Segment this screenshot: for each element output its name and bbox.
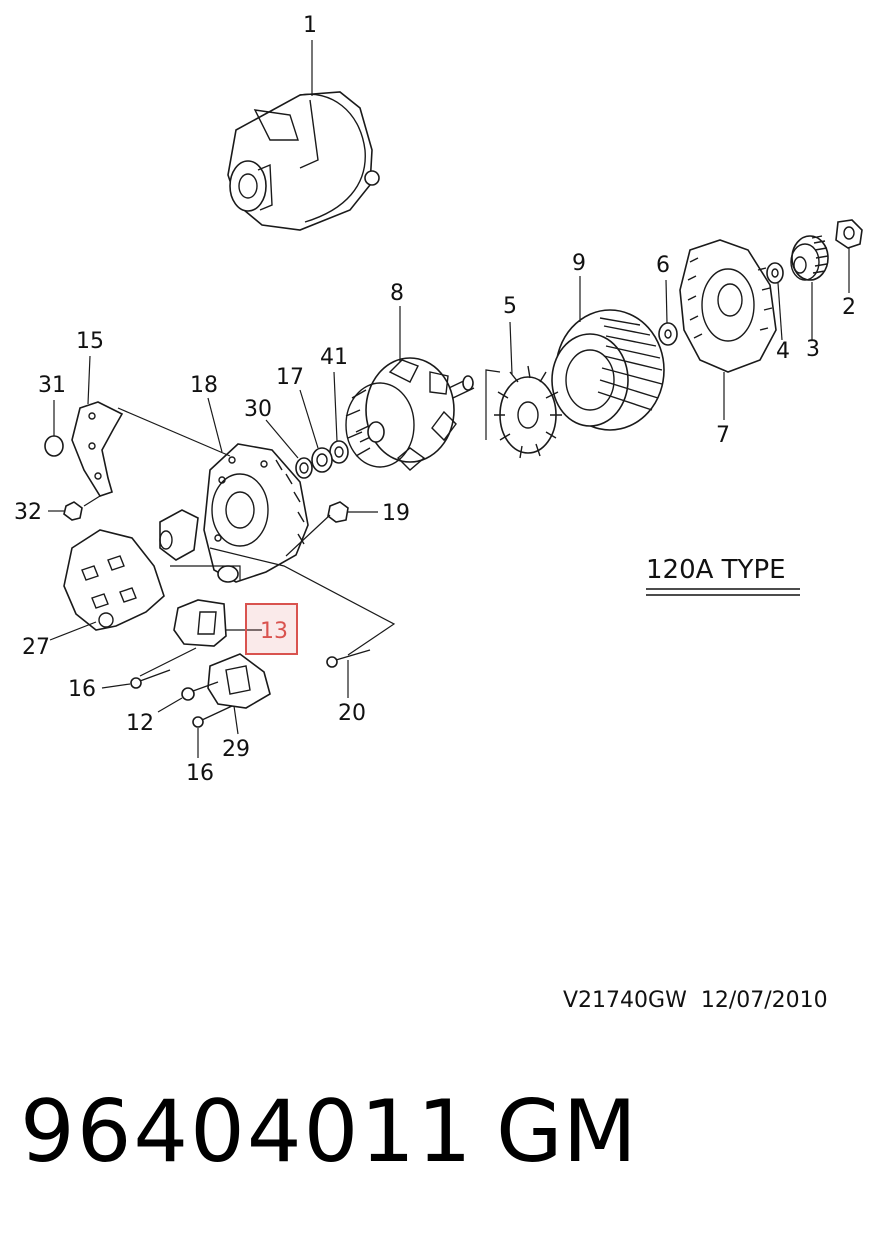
callout-20: 20 [338,701,366,726]
callout-1: 1 [303,13,317,38]
connector-plug [159,509,396,656]
rotor [345,306,475,471]
bolts [101,649,371,758]
fan [485,321,562,459]
callout-7: 7 [716,423,730,448]
callout-3: 3 [806,337,820,362]
washer-6 [658,279,678,346]
rear-housing [117,397,309,583]
rectifier [49,529,165,641]
callout-17: 17 [276,365,304,390]
callout-4: 4 [776,339,790,364]
callout-16-lower: 16 [186,761,214,786]
front-housing [679,239,777,420]
bearings [265,371,349,479]
callout-13[interactable]: 13 [260,619,288,644]
callout-19: 19 [382,501,410,526]
callout-18: 18 [190,373,218,398]
type-label-group: 120A TYPE [646,555,800,596]
callout-16-upper: 16 [68,677,96,702]
callout-27: 27 [22,635,50,660]
alternator-assembly [227,40,380,231]
brush-holder-29 [207,653,271,735]
callout-31: 31 [38,373,66,398]
brand-name: GM [496,1082,637,1182]
nut-19 [285,501,378,557]
highlight-box-13 [245,603,298,655]
callout-2: 2 [842,295,856,320]
callout-8: 8 [390,281,404,306]
callout-9: 9 [572,251,586,276]
callout-6: 6 [656,253,670,278]
callout-32: 32 [14,500,42,525]
terminal-bracket [44,355,124,521]
regulator-13 [139,599,262,677]
drawing-reference: V21740GW 12/07/2010 [563,988,828,1013]
callout-30: 30 [244,397,272,422]
callout-5: 5 [503,294,517,319]
part-number: 96404011 [20,1082,474,1182]
callout-29: 29 [222,737,250,762]
stator [551,276,665,431]
callout-15: 15 [76,329,104,354]
type-label: 120A TYPE [646,555,786,585]
callout-labels: 1 2 3 4 5 6 7 8 9 12 13 15 16 16 17 18 1… [14,13,856,786]
callout-41: 41 [320,345,348,370]
pulley-group [766,219,863,341]
callout-12: 12 [126,711,154,736]
